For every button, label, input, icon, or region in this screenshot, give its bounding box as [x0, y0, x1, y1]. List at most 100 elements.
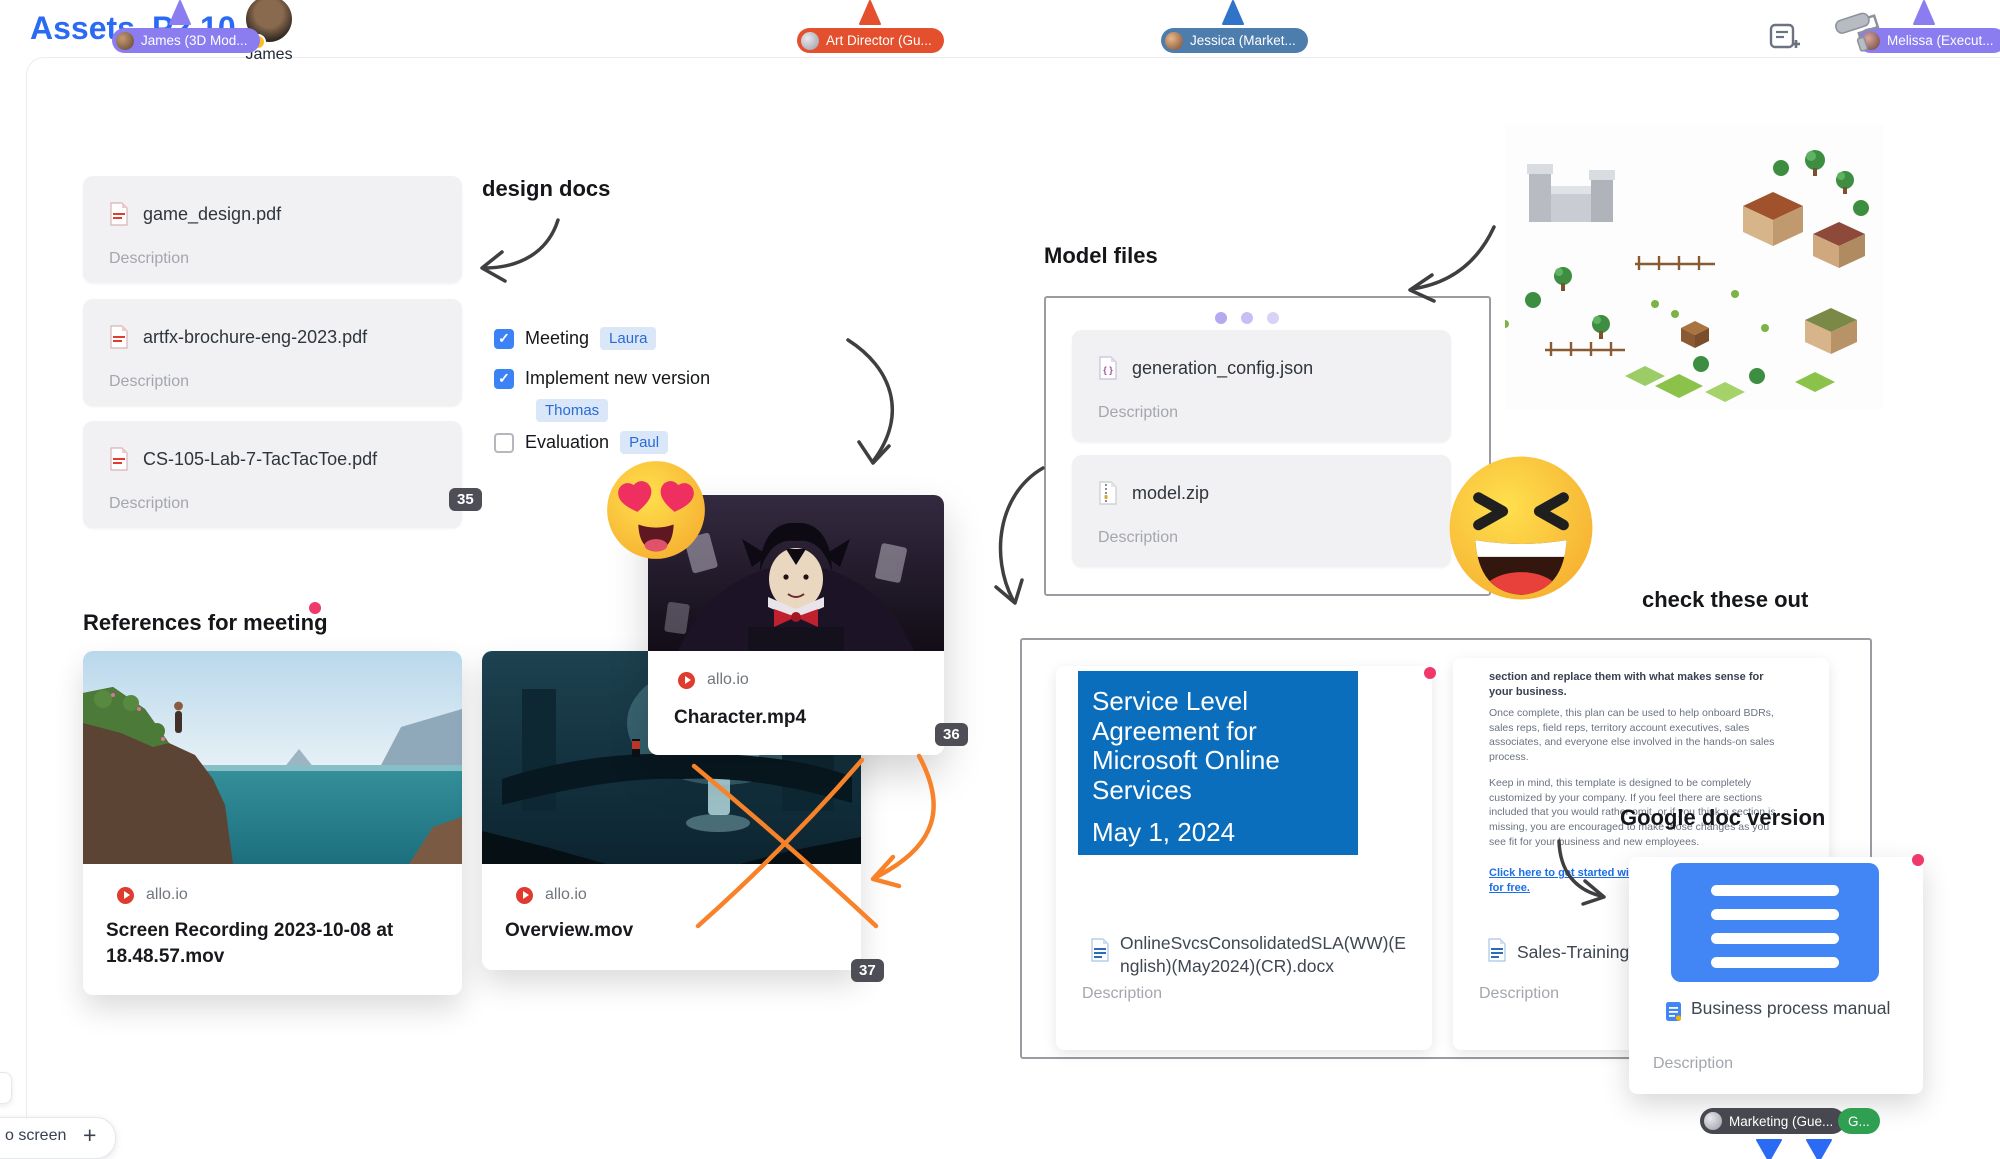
file-description: Description — [109, 495, 190, 512]
cursor-label-melissa: Melissa (Execut... — [1858, 28, 2000, 53]
json-file-icon: { } — [1099, 356, 1117, 380]
checklist-item-meeting[interactable]: Meeting Laura — [494, 327, 657, 350]
clipped-card-dot — [1241, 312, 1253, 324]
checkbox-empty-icon[interactable] — [494, 432, 514, 453]
guest-cursor-icon — [1806, 1139, 1832, 1159]
checklist-label: Implement new version — [525, 368, 711, 388]
allo-io-favicon — [678, 671, 695, 689]
file-description: Description — [109, 373, 190, 390]
file-card-model-zip[interactable]: model.zip Description — [1072, 455, 1451, 567]
zip-file-icon — [1099, 481, 1117, 505]
paint-roller-icon[interactable] — [1828, 6, 1884, 56]
source-label: allo.io — [146, 886, 188, 903]
model-files-group[interactable] — [1044, 296, 1491, 596]
video-title: Character.mp4 — [674, 707, 807, 728]
cursor-label-james: James (3D Mod... — [112, 28, 260, 53]
source-label: allo.io — [707, 671, 749, 688]
file-description: Description — [109, 250, 190, 267]
comment-count-badge[interactable]: 37 — [851, 959, 884, 982]
doc-file-name: Sales-Training — [1517, 942, 1630, 962]
checklist-item-implement[interactable]: Implement new version — [494, 368, 710, 389]
assignee-tag[interactable]: Laura — [600, 327, 657, 350]
isometric-village-image[interactable] — [1501, 124, 1883, 410]
checkbox-checked-icon[interactable] — [494, 328, 514, 349]
heading-model-files: Model files — [1044, 243, 1158, 268]
new-note-icon[interactable] — [1765, 18, 1801, 54]
doc-card-sla[interactable]: Service Level Agreement for Microsoft On… — [1056, 666, 1432, 1050]
doc-file-name: OnlineSvcsConsolidatedSLA(WW)(English)(M… — [1120, 933, 1406, 976]
toolbar-label: o screen — [5, 1127, 67, 1144]
heart-eyes-emoji-sticker[interactable] — [604, 458, 708, 567]
video-card-screen-recording[interactable]: allo.io Screen Recording 2023-10-08 at 1… — [83, 651, 462, 996]
assignee-tag[interactable]: Thomas — [536, 399, 609, 422]
clipped-card-dot — [1267, 312, 1279, 324]
file-card-artfx-brochure[interactable]: artfx-brochure-eng-2023.pdf Description — [83, 299, 462, 406]
source-row: allo.io — [482, 864, 861, 904]
james-avatar — [116, 31, 134, 50]
jessica-avatar — [1165, 31, 1183, 50]
allo-io-favicon — [516, 886, 533, 904]
file-card-generation-config[interactable]: { } generation_config.json Description — [1072, 330, 1451, 442]
cursor-label-marketing: Marketing (Gue... — [1700, 1108, 1846, 1134]
board-outline — [26, 57, 2000, 1159]
melissa-cursor-icon — [1913, 0, 1935, 25]
james-cursor-icon — [169, 0, 191, 25]
add-to-screen-toolbar[interactable]: o screen + — [0, 1117, 116, 1159]
side-toolbar-tab[interactable] — [0, 1072, 12, 1104]
marketing-avatar — [1704, 1112, 1722, 1130]
pdf-file-icon — [110, 447, 128, 471]
sla-preview-date: May 1, 2024 — [1092, 816, 1236, 847]
source-label: allo.io — [545, 886, 587, 903]
clipped-card-dot — [1215, 312, 1227, 324]
file-card-tactactoe[interactable]: CS-105-Lab-7-TacTacToe.pdf Description — [83, 421, 462, 528]
checklist-item-evaluation[interactable]: Evaluation Paul — [494, 431, 669, 454]
file-description: Description — [1098, 529, 1179, 546]
file-name: generation_config.json — [1132, 357, 1314, 378]
comment-count-badge[interactable]: 36 — [935, 723, 968, 746]
checklist-item-implement-assignee: Thomas — [536, 399, 609, 422]
art-director-avatar — [801, 31, 819, 50]
presence-marker-dot — [1424, 667, 1436, 679]
docx-file-icon — [1091, 938, 1109, 962]
doc-description: Description — [1479, 985, 1560, 1002]
file-name: artfx-brochure-eng-2023.pdf — [143, 326, 368, 347]
marketing-cursor-name: Marketing (Gue... — [1729, 1113, 1834, 1129]
annotation-google-doc-version: Google doc version — [1620, 805, 1826, 830]
documents-group[interactable] — [1020, 638, 1872, 1059]
jessica-cursor-name: Jessica (Market... — [1190, 33, 1296, 48]
video-title: Screen Recording 2023-10-08 at 18.48.57.… — [106, 920, 394, 967]
doc-description: Description — [1082, 985, 1163, 1002]
comment-count-badge[interactable]: 35 — [449, 488, 482, 511]
presence-marker-dot — [1912, 854, 1924, 866]
checkbox-checked-icon[interactable] — [494, 368, 514, 389]
pdf-file-icon — [110, 325, 128, 349]
svg-text:{ }: { } — [1103, 365, 1113, 375]
source-row: allo.io — [83, 864, 462, 904]
assignee-tag[interactable]: Paul — [620, 431, 669, 454]
screen-recording-thumbnail — [83, 651, 462, 864]
laughing-emoji-sticker[interactable] — [1445, 452, 1597, 609]
doc-file-name: Business process manual — [1691, 998, 1891, 1018]
melissa-cursor-name: Melissa (Execut... — [1887, 33, 1994, 48]
sla-preview-title: Service Level Agreement for Microsoft On… — [1092, 686, 1280, 805]
checklist-label: Evaluation — [525, 432, 610, 452]
doc-description: Description — [1653, 1055, 1734, 1072]
guest-cursor-icon — [1756, 1139, 1782, 1159]
sla-doc-preview: Service Level Agreement for Microsoft On… — [1078, 671, 1358, 855]
annotation-design-docs: design docs — [482, 176, 611, 201]
doc-preview-text: Keep in mind, this template is designed … — [1489, 777, 1776, 848]
add-button[interactable]: + — [83, 1122, 97, 1148]
allo-io-favicon — [117, 886, 134, 904]
doc-preview-text: Once complete, this plan can be used to … — [1489, 707, 1775, 764]
doc-preview-text: section and replace them with what makes… — [1489, 671, 1764, 698]
avatar-label: James — [245, 46, 293, 63]
doc-card-google-doc[interactable]: Business process manual Description — [1629, 857, 1923, 1094]
google-doc-file-icon — [1666, 1002, 1682, 1021]
source-row: allo.io — [648, 651, 944, 689]
checklist-label: Meeting — [525, 328, 590, 348]
file-card-game-design[interactable]: game_design.pdf Description — [83, 176, 462, 283]
video-card-character[interactable]: allo.io Character.mp4 — [648, 495, 944, 755]
cursor-label-jessica: Jessica (Market... — [1161, 28, 1308, 53]
file-name: CS-105-Lab-7-TacTacToe.pdf — [143, 448, 378, 469]
